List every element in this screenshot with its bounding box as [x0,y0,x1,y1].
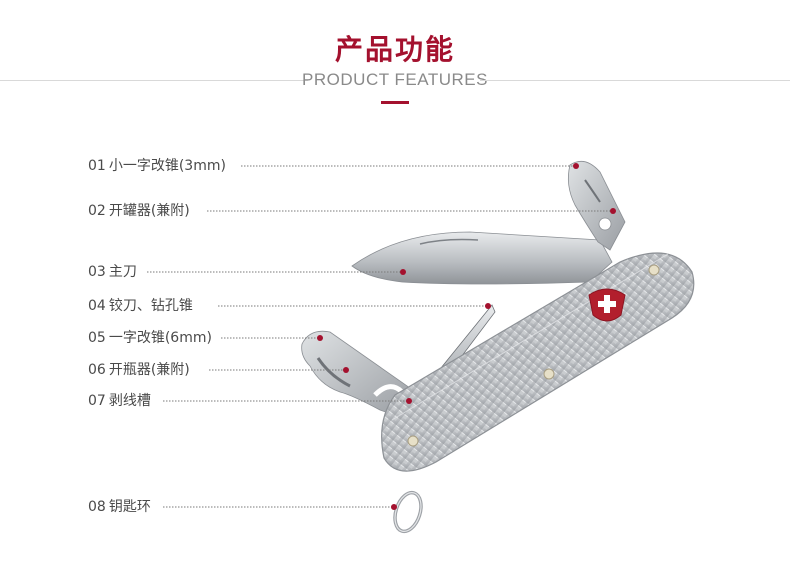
marker-dot [400,269,406,275]
marker-dot [485,303,491,309]
rivet [543,368,555,380]
leader-lines [147,165,613,508]
marker-dots [317,163,616,510]
divider-left [0,80,308,81]
main-blade [351,231,613,285]
feature-text: 铰刀、钻孔锥 [108,298,193,314]
bottle-opener-tool [301,330,411,419]
feature-number: 05 [88,330,106,346]
alox-handle [381,252,695,472]
feature-text: 主刀 [108,264,137,280]
marker-dot [406,398,412,404]
feature-number: 01 [88,158,106,174]
feature-text: 一字改锥(6mm) [108,330,212,346]
divider-right [480,80,790,81]
feature-text: 小一字改锥(3mm) [108,158,226,174]
rivet [648,264,660,276]
feature-number: 04 [88,298,106,314]
feature-number: 06 [88,362,106,378]
feature-number: 07 [88,393,106,409]
cross-shield-logo [588,288,626,322]
marker-dot [317,335,323,341]
feature-number: 03 [88,264,106,280]
feature-number: 08 [88,499,106,515]
page-title: 产品功能 [334,33,455,66]
small-screwdriver-tool [567,160,626,251]
accent-bar [381,101,409,104]
feature-text: 剥线槽 [108,393,151,409]
marker-dot [343,367,349,373]
rivet [407,435,419,447]
page-subtitle: PRODUCT FEATURES [302,70,488,89]
marker-dot [610,208,616,214]
marker-dot [573,163,579,169]
feature-number: 02 [88,203,106,219]
feature-text: 钥匙环 [108,499,151,515]
marker-dot [391,504,397,510]
feature-text: 开瓶器(兼附) [108,362,190,378]
feature-text: 开罐器(兼附) [108,203,190,219]
